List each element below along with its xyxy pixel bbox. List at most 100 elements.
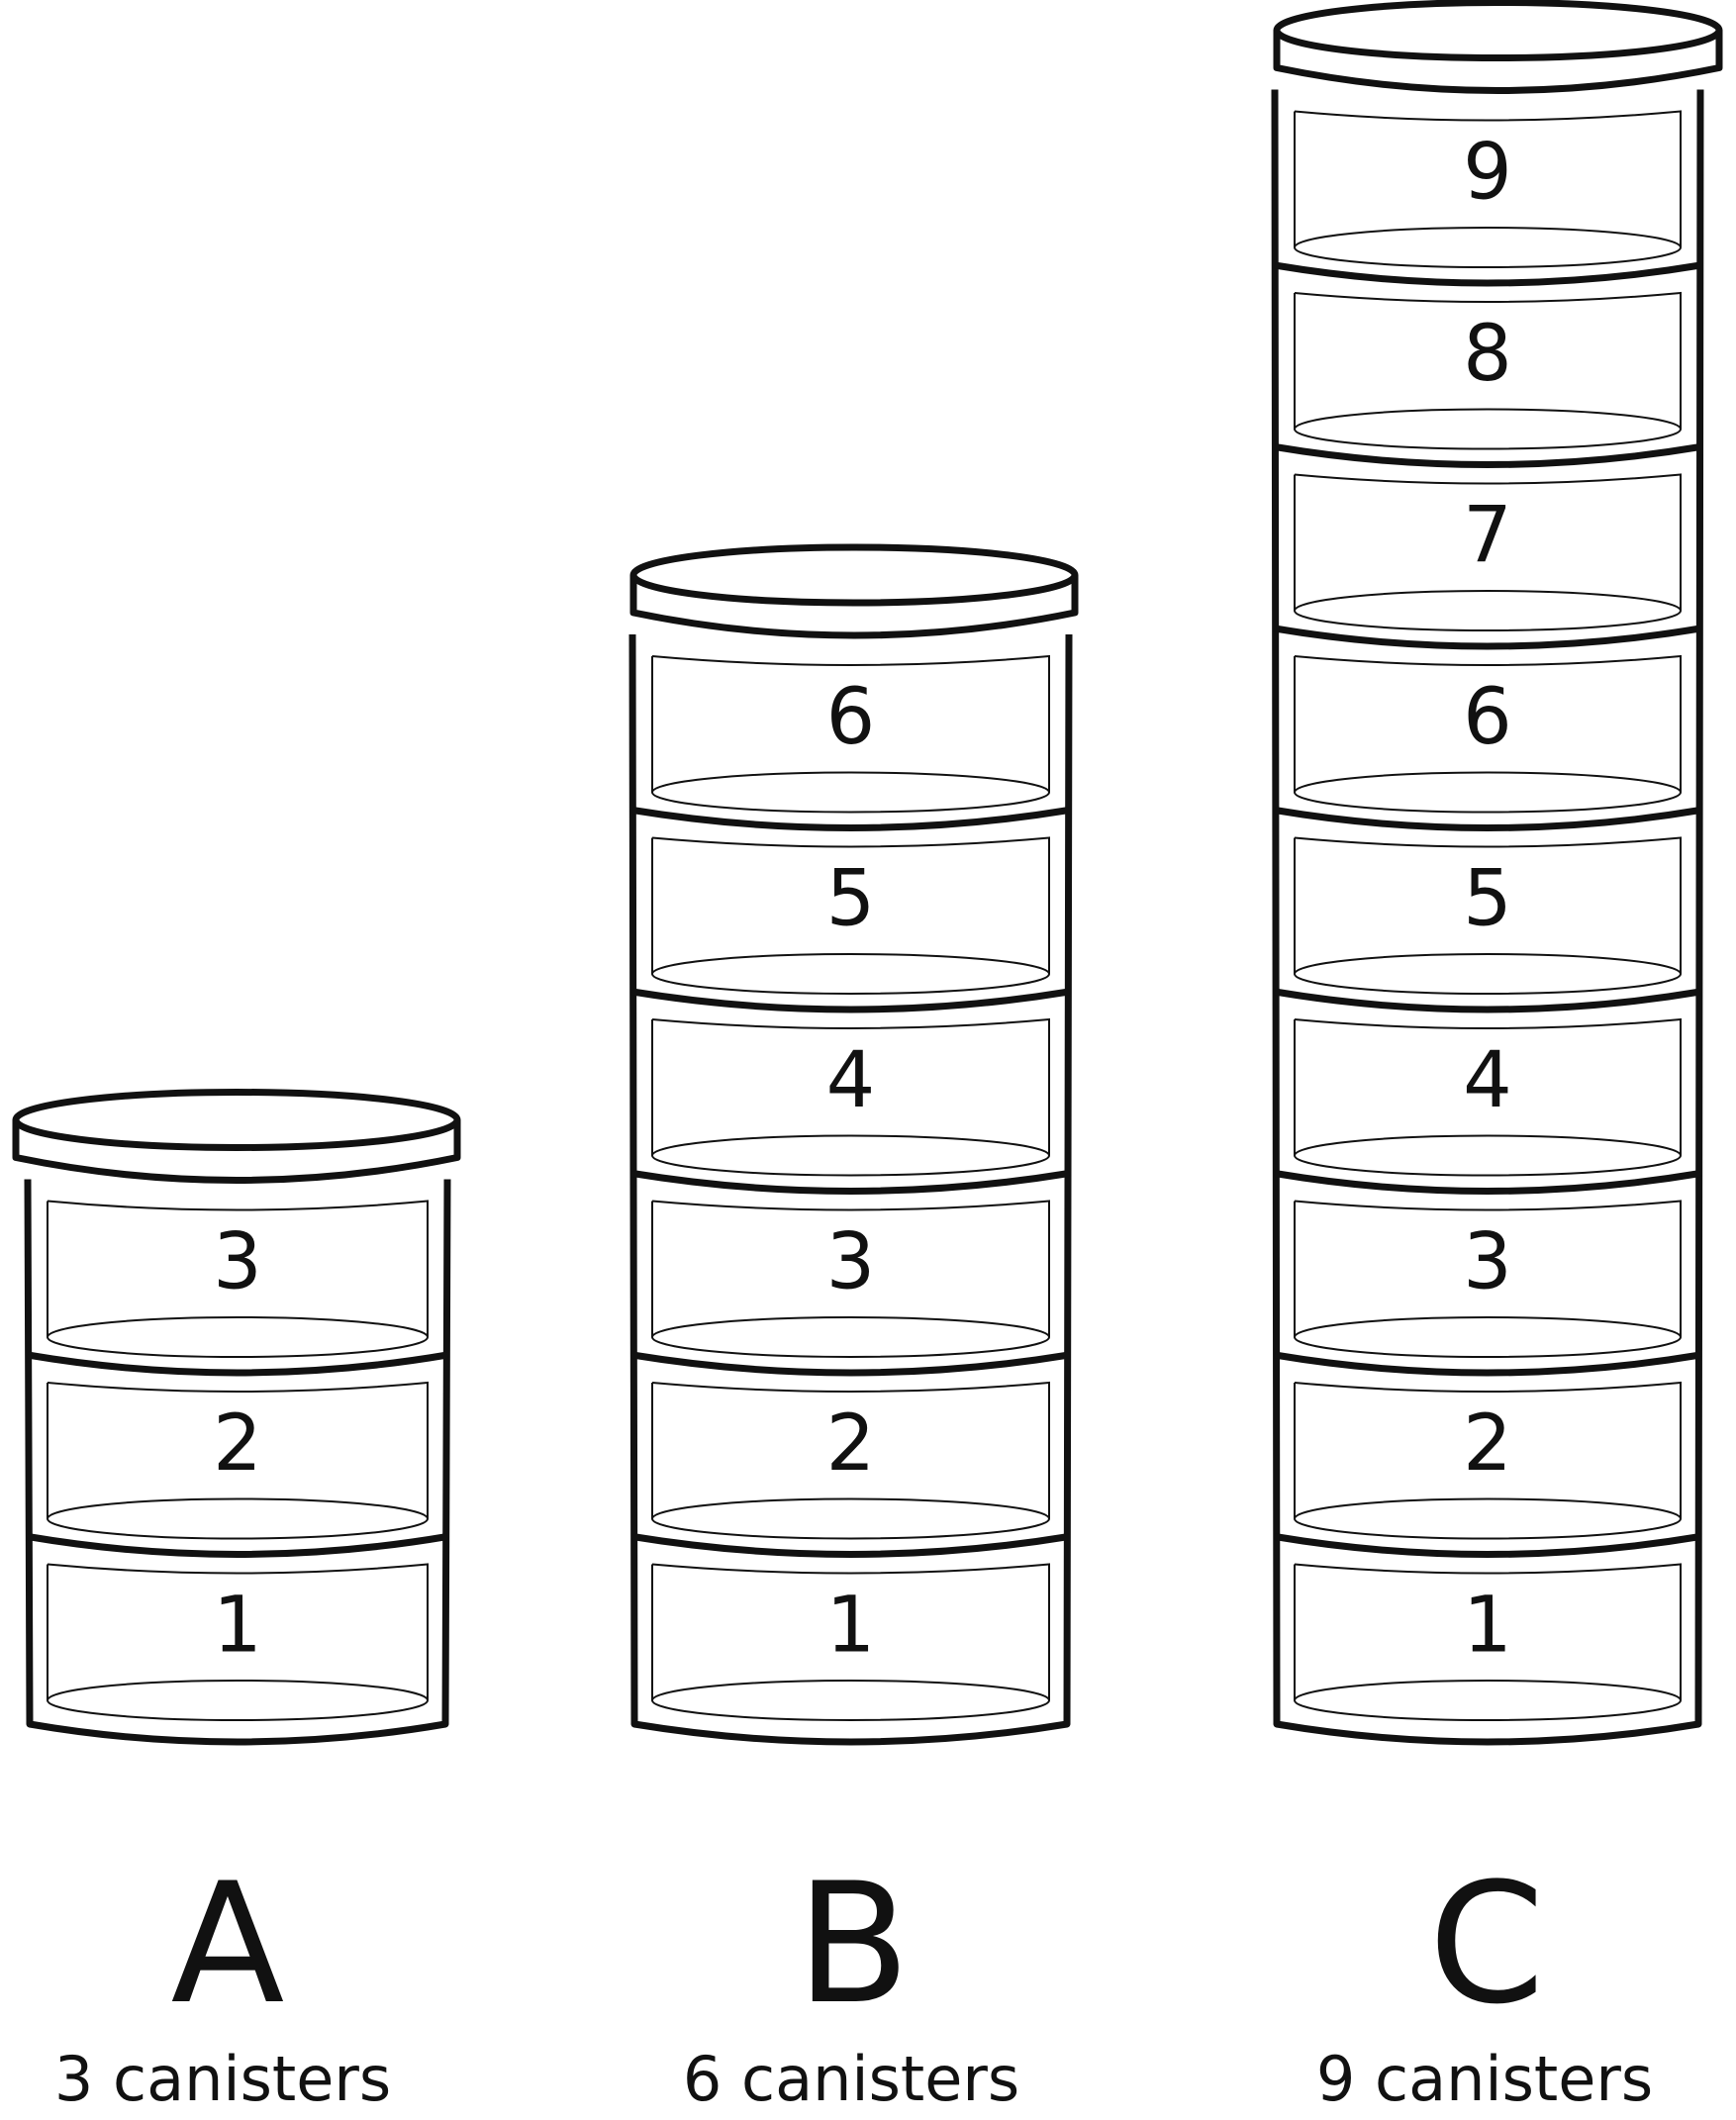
canister-inner-panel: [1294, 654, 1682, 793]
canister-floor: [651, 1316, 1050, 1358]
canister-inner-panel: [47, 1563, 429, 1700]
canister-floor: [1294, 1134, 1682, 1177]
canister: 4: [631, 988, 1070, 1177]
canister-number: 4: [826, 1036, 876, 1125]
canister-number: 2: [1463, 1399, 1512, 1489]
stack-c-letter: C: [1428, 1847, 1545, 2041]
canister-rim: [1274, 1351, 1701, 1377]
canister-rim: [631, 1170, 1070, 1195]
canister-number: 2: [213, 1399, 262, 1489]
canister-inner-panel: [1294, 1200, 1682, 1337]
canister-floor: [1294, 590, 1682, 631]
canister-body-outline: [24, 1179, 451, 1746]
stack-b: 1 2 3 4 5 6: [628, 543, 1079, 1746]
lid: [12, 1089, 461, 1184]
canister-inner-panel: [651, 836, 1050, 974]
canister: 6: [1274, 625, 1701, 814]
lid: [629, 543, 1079, 639]
canister: 5: [631, 807, 1070, 995]
canister-inner-panel: [651, 1381, 1050, 1519]
canister-inner-panel: [1294, 291, 1682, 430]
canister-floor: [651, 1680, 1050, 1721]
canister: 3: [1274, 1170, 1701, 1358]
stack-a-caption: 3 canisters: [53, 2043, 392, 2115]
canister-number: 2: [826, 1399, 876, 1489]
canister-inner-panel: [1294, 1017, 1682, 1156]
canister-floor: [1294, 1497, 1682, 1540]
canister: 8: [1274, 261, 1701, 450]
canister-rim: [1274, 625, 1701, 650]
canister: 9: [1294, 110, 1682, 268]
lid: [1273, 0, 1723, 94]
canister-rim: [1274, 988, 1701, 1013]
canister: 2: [631, 1351, 1070, 1540]
canister-number: 9: [1463, 129, 1512, 218]
canister: 2: [1274, 1351, 1701, 1540]
canister-rim: [631, 1351, 1070, 1377]
canister-inner-panel: [1294, 110, 1682, 247]
canister: 3: [47, 1200, 429, 1358]
canister: 1: [1274, 1533, 1701, 1721]
canister-floor: [47, 1316, 429, 1358]
canister-number: 3: [1463, 1218, 1512, 1307]
canister: 6: [651, 654, 1050, 814]
canister-inner-panel: [1294, 836, 1682, 974]
canister-body-outline: [628, 633, 1073, 1746]
canister-number: 7: [1463, 492, 1512, 581]
canister-rim: [631, 807, 1070, 831]
canister-floor: [1294, 1680, 1682, 1721]
canister-body-outline: [1271, 89, 1704, 1746]
canister-rim: [1274, 807, 1701, 831]
canister-inner-panel: [651, 1017, 1050, 1156]
canister-inner-panel: [651, 654, 1050, 793]
canister-inner-panel: [47, 1200, 429, 1337]
canister-floor: [47, 1680, 429, 1721]
canister-floor: [1294, 1316, 1682, 1358]
canister-number: 6: [1463, 673, 1512, 762]
canister-number: 1: [213, 1582, 262, 1671]
canister-rim: [27, 1533, 448, 1558]
canister-rim: [631, 988, 1070, 1013]
canister: 1: [631, 1533, 1070, 1721]
canister-inner-panel: [651, 1563, 1050, 1700]
canister-rim: [1274, 443, 1701, 468]
stack-b-caption: 6 canisters: [682, 2043, 1020, 2115]
canister-number: 3: [826, 1218, 876, 1307]
canister-rim: [1274, 1170, 1701, 1195]
canister-inner-panel: [1294, 1381, 1682, 1519]
canister-floor: [651, 1497, 1050, 1540]
canister-rim: [27, 1351, 448, 1377]
canister-floor: [1294, 953, 1682, 995]
stack-c-caption: 9 canisters: [1315, 2043, 1654, 2115]
canister-number: 5: [826, 855, 876, 944]
canister: 7: [1274, 443, 1701, 631]
canister-floor: [651, 1134, 1050, 1177]
canister-inner-panel: [651, 1200, 1050, 1337]
canister-inner-panel: [1294, 473, 1682, 611]
canister-floor: [651, 953, 1050, 995]
lid-top: [629, 543, 1079, 607]
canister-number: 4: [1463, 1036, 1512, 1125]
canister-inner-panel: [1294, 1563, 1682, 1700]
canister-rim: [1274, 1533, 1701, 1558]
canister: 3: [631, 1170, 1070, 1358]
stack-c: 1 2 3 4 5 6 7 8 9: [1271, 0, 1723, 1746]
canister-number: 3: [213, 1218, 262, 1307]
canister-floor: [1294, 771, 1682, 814]
stack-b-letter: B: [796, 1847, 911, 2041]
canister-floor: [47, 1497, 429, 1540]
canister-number: 1: [826, 1582, 876, 1671]
canister-floor: [1294, 408, 1682, 450]
canister-rim: [1274, 261, 1701, 287]
canister-rim: [631, 1533, 1070, 1558]
canister-number: 1: [1463, 1582, 1512, 1671]
canister: 4: [1274, 988, 1701, 1177]
canister-number: 8: [1463, 310, 1512, 399]
lid-top: [1273, 0, 1723, 61]
canister-inner-panel: [47, 1381, 429, 1519]
canister: 5: [1274, 807, 1701, 995]
canister-number: 5: [1463, 855, 1512, 944]
canister-floor: [651, 771, 1050, 814]
stack-a: 1 2 3: [12, 1089, 461, 1746]
